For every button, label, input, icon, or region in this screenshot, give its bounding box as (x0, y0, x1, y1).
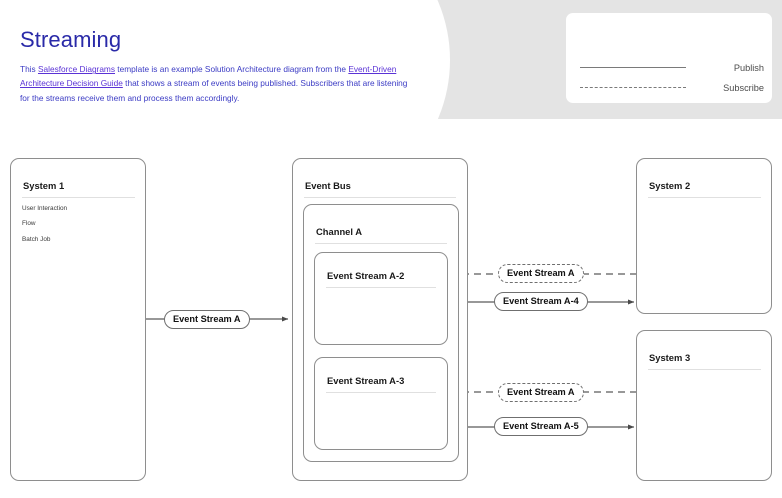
node-system-1[interactable]: System 1 User Interaction Flow Batch Job (10, 158, 146, 481)
header-text-block: Streaming This Salesforce Diagrams templ… (20, 27, 420, 105)
event-stream-a-3-divider (326, 392, 436, 393)
list-item: User Interaction (22, 205, 68, 212)
description-text-2: template is an example Solution Architec… (115, 64, 349, 75)
link-salesforce-diagrams[interactable]: Salesforce Diagrams (37, 64, 115, 75)
description-text-3: that shows a stream of events being publ… (20, 78, 408, 103)
page-description: This Salesforce Diagrams template is an … (20, 62, 408, 105)
event-stream-a-2-divider (326, 287, 436, 288)
node-system-2[interactable]: System 2 (636, 158, 772, 314)
connector-label-system3-subscribe[interactable]: Event Stream A (498, 383, 584, 402)
channel-a-divider (315, 243, 447, 244)
system-1-title: System 1 (23, 180, 65, 191)
system-3-divider (648, 369, 761, 370)
legend-label-publish: Publish (733, 63, 764, 73)
channel-a-title: Channel A (316, 226, 363, 237)
page-title: Streaming (20, 27, 122, 52)
list-item: Flow (22, 220, 36, 228)
event-stream-a-3-title: Event Stream A-3 (327, 375, 405, 386)
legend-dashed-line-icon (580, 87, 686, 88)
connector-label-system1-to-eventbus[interactable]: Event Stream A (164, 310, 250, 329)
event-bus-title: Event Bus (305, 180, 351, 191)
legend-panel: Publish Subscribe (566, 13, 772, 103)
connector-label-event-stream-a-5[interactable]: Event Stream A-5 (494, 417, 588, 436)
node-system-3[interactable]: System 3 (636, 330, 772, 481)
system-1-capability-list: User Interaction Flow Batch Job (22, 205, 68, 252)
legend-solid-line-icon (580, 67, 686, 68)
system-3-title: System 3 (649, 352, 691, 363)
description-text-1: This (20, 64, 38, 75)
legend-row-subscribe: Subscribe (566, 81, 772, 95)
connector-label-system2-subscribe[interactable]: Event Stream A (498, 264, 584, 283)
list-item: Batch Job (22, 235, 51, 243)
node-event-stream-a-2[interactable]: Event Stream A-2 (314, 252, 448, 345)
event-stream-a-2-title: Event Stream A-2 (327, 270, 405, 281)
connector-label-event-stream-a-4[interactable]: Event Stream A-4 (494, 292, 588, 311)
event-bus-divider (304, 197, 456, 198)
system-2-title: System 2 (649, 180, 691, 191)
legend-label-subscribe: Subscribe (723, 83, 764, 93)
system-1-divider (22, 197, 135, 198)
system-2-divider (648, 197, 761, 198)
legend-row-publish: Publish (566, 61, 772, 75)
link-event-driven-architecture-decision-guide[interactable]: Event-Driven Architecture Decision Guide (20, 64, 397, 89)
node-event-stream-a-3[interactable]: Event Stream A-3 (314, 357, 448, 450)
